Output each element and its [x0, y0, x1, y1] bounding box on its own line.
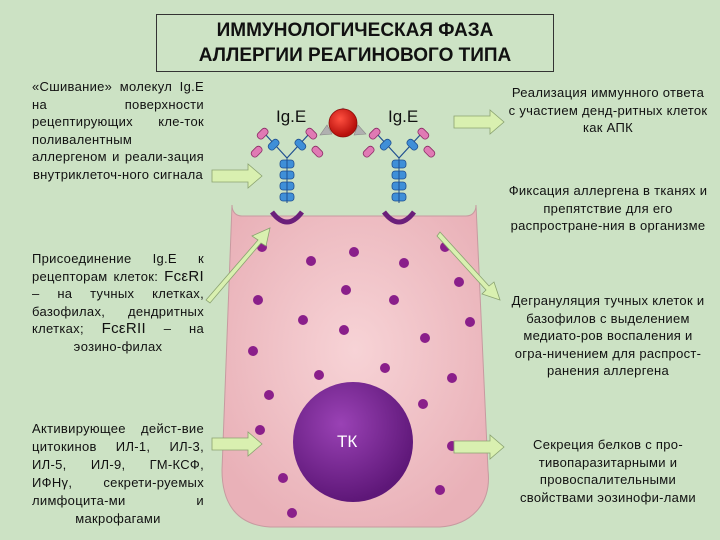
left-text-receptors: Присоединение Ig.E к рецепторам клеток: … [32, 250, 204, 355]
fceri-text: – на тучных клетках, базофилах, дендритн… [32, 286, 204, 336]
granule-icon [380, 363, 390, 373]
granule-icon [341, 285, 351, 295]
right-text-immune-response: Реализация иммунного ответа с участием д… [508, 85, 708, 135]
cell-body [221, 204, 489, 528]
diagonal-arrow-icon [436, 231, 501, 301]
granules [248, 242, 475, 518]
right-arrow-icon [453, 109, 505, 135]
fceri-label: FcεRI [164, 267, 204, 285]
granule-icon [298, 315, 308, 325]
granule-icon [264, 390, 274, 400]
right-text-eosinophil-secretion: Секреция белков с про-тивопаразитарными … [519, 437, 696, 505]
nucleus [293, 382, 413, 502]
receptors-intro: Присоединение Ig.E к рецепторам клеток: [32, 251, 204, 284]
granule-icon [306, 256, 316, 266]
antibody-icon [361, 126, 437, 204]
receptor-right [382, 210, 416, 225]
granule-icon [454, 277, 464, 287]
granule-icon [435, 485, 445, 495]
fcerii-text: – на эозино-филах [73, 321, 204, 354]
granule-icon [278, 473, 288, 483]
granule-icon [399, 258, 409, 268]
granule-icon [287, 508, 297, 518]
granule-icon [447, 373, 457, 383]
diagram-title: ИММУНОЛОГИЧЕСКАЯ ФАЗА АЛЛЕРГИИ РЕАГИНОВО… [156, 14, 554, 72]
right-arrow-icon [453, 434, 505, 460]
title-line-1: ИММУНОЛОГИЧЕСКАЯ ФАЗА [216, 20, 494, 41]
receptor-left [270, 210, 304, 225]
fcerii-label: FcεRII [101, 320, 146, 337]
right-text-fixation: Фиксация аллергена в тканях и препятстви… [508, 183, 708, 233]
left-text-cytokines: Активирующее дейст-вие цитокинов ИЛ-1, И… [32, 421, 204, 526]
granule-icon [389, 295, 399, 305]
right-arrow-icon [211, 163, 263, 189]
granule-icon [255, 425, 265, 435]
allergen-icon [319, 107, 367, 138]
granule-icon [349, 247, 359, 257]
ige-label-right: Ig.E [388, 107, 418, 126]
left-text-crosslinking: «Сшивание» молекул Ig.E на поверхности р… [32, 79, 204, 182]
granule-icon [465, 317, 475, 327]
right-text-degranulation: Дегрануляция тучных клеток и базофилов с… [511, 293, 705, 378]
diagonal-arrow-icon [205, 227, 271, 304]
ige-label-left: Ig.E [276, 107, 306, 126]
granule-icon [420, 333, 430, 343]
granule-icon [418, 399, 428, 409]
granule-icon [248, 346, 258, 356]
granule-icon [253, 295, 263, 305]
granule-icon [314, 370, 324, 380]
granule-icon [339, 325, 349, 335]
title-line-2: АЛЛЕРГИИ РЕАГИНОВОГО ТИПА [198, 45, 512, 66]
nucleus-label: ТК [337, 432, 357, 451]
antibody-icon [249, 126, 325, 204]
right-arrow-icon [211, 431, 263, 457]
